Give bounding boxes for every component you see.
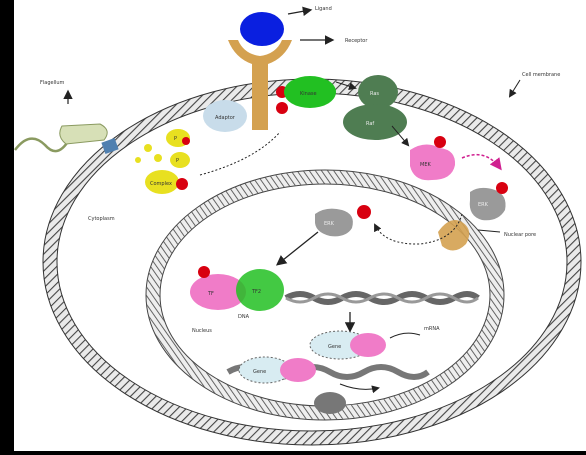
flagellum-body xyxy=(59,123,108,145)
receptor xyxy=(228,40,292,130)
receptor-label: Receptor xyxy=(345,38,368,44)
membrane-channel xyxy=(101,137,119,155)
nucleus-label: Nucleus xyxy=(192,328,212,334)
pore-arrow xyxy=(374,213,463,245)
yellow-protein-2-label: P xyxy=(176,158,179,164)
nuclear-membrane-outer-line xyxy=(145,169,505,421)
phospho-dot xyxy=(198,266,210,278)
mek-label: MEK xyxy=(420,162,431,168)
erk-protein xyxy=(469,187,506,221)
cell-membrane-arrow xyxy=(508,79,521,98)
tf2-protein xyxy=(236,269,284,311)
tf-pink-small xyxy=(350,333,386,357)
kinase-arrow xyxy=(335,81,357,91)
erk-to-tf-arrow xyxy=(275,231,319,266)
dna-strand xyxy=(284,291,480,305)
flagellum-label: Flagellum xyxy=(40,80,65,86)
yellow-dot xyxy=(135,157,141,163)
cytoplasm-label: Cytoplasm xyxy=(88,216,115,222)
mek-protein xyxy=(410,144,456,181)
dashed-arrow xyxy=(199,131,281,176)
phospho-dot xyxy=(182,137,190,145)
cell-membrane-label: Cell membrane xyxy=(522,72,560,78)
ligand-arrow xyxy=(287,6,313,17)
phospho-dot xyxy=(434,136,446,148)
raf-protein xyxy=(343,104,407,140)
phospho-dot xyxy=(176,178,188,190)
nuclear-pore-pointer xyxy=(477,229,501,233)
mrna-label: mRNA xyxy=(424,326,440,332)
kinase-protein xyxy=(284,76,336,108)
tf-pink-lower xyxy=(280,358,316,382)
erk-nucleus-label: ERK xyxy=(324,221,335,227)
flagellum-tail xyxy=(14,137,72,153)
lower-arrow xyxy=(339,383,380,394)
erk-nucleus-protein xyxy=(314,208,353,237)
tf-protein xyxy=(190,274,246,310)
mrna-pointer xyxy=(389,332,421,339)
ribosome xyxy=(314,392,346,414)
nuclear-pore xyxy=(438,219,470,251)
ligand-label: Ligand xyxy=(315,6,332,12)
adaptor-label: Adaptor xyxy=(215,115,236,121)
tf-label: TF xyxy=(207,291,214,297)
raf-label: Raf xyxy=(366,121,374,127)
erk-label: ERK xyxy=(478,202,489,208)
dna-label: DNA xyxy=(238,314,250,320)
yellow-complex xyxy=(145,170,179,194)
dna-strand-2 xyxy=(285,292,479,304)
yellow-dot xyxy=(154,154,162,162)
ras-label: Ras xyxy=(370,91,379,97)
phospho-dot xyxy=(496,182,508,194)
ras-protein xyxy=(358,75,398,109)
yellow-protein-2 xyxy=(170,152,190,168)
nuclear-pore-label: Nuclear pore xyxy=(504,232,536,238)
phospho-dot xyxy=(276,102,288,114)
mek-arrow xyxy=(461,153,502,171)
raf-to-mek-arrow xyxy=(391,125,410,147)
gene-box-1-label: Gene xyxy=(328,344,341,350)
phospho-dot xyxy=(357,205,371,219)
adaptor-protein xyxy=(203,100,247,132)
yellow-dot xyxy=(144,144,152,152)
ligand xyxy=(240,12,284,46)
gene-box-2-label: Gene xyxy=(253,369,266,375)
yellow-protein-label: P xyxy=(174,136,177,142)
kinase-label: Kinase xyxy=(300,91,317,97)
yellow-complex-label: Complex xyxy=(150,181,172,187)
tf2-label: TF2 xyxy=(251,289,261,295)
